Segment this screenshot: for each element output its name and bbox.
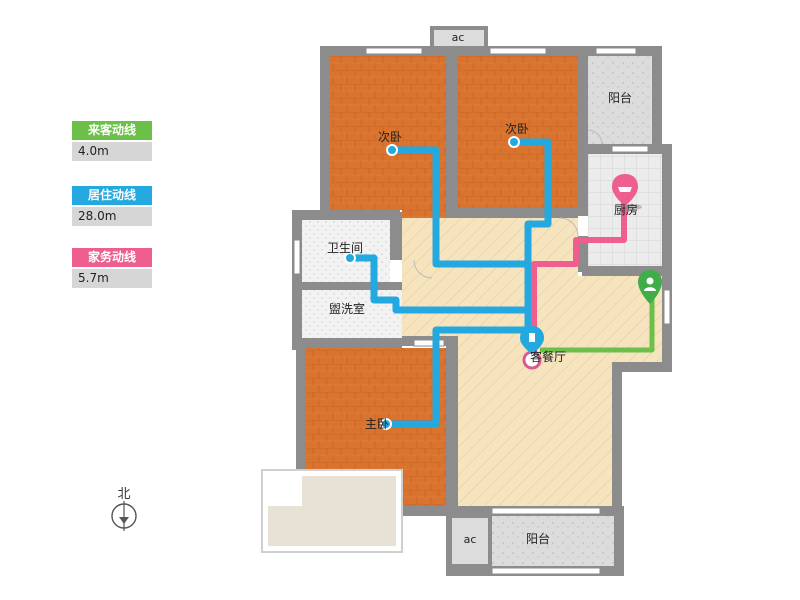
room-label-kitchen: 厨房 [614, 202, 638, 217]
kitchen-pin-shadow [622, 204, 642, 210]
ac-top-box [434, 30, 484, 46]
room-label-balcony-bottom: 阳台 [526, 531, 550, 546]
entrance-pin-icon [638, 270, 662, 304]
bedroom-2b-floor [458, 56, 578, 208]
balcony-bottom-floor [492, 516, 614, 566]
terrace-deck-lower [268, 506, 396, 546]
room-label-bedroom-2a: 次卧 [378, 130, 402, 144]
kitchen-door-arc [559, 217, 579, 237]
legend-value-chore: 5.7m [72, 269, 152, 288]
bath-door-arc [413, 259, 433, 279]
legend-title-chore: 家务动线 [72, 248, 152, 267]
legend-value-living: 28.0m [72, 207, 152, 226]
entrance-person-head-icon [646, 277, 654, 285]
terrace-deck [302, 476, 396, 506]
ac-label-bottom: ac [464, 533, 477, 546]
chore-route [531, 196, 627, 358]
living-route-start-dots [344, 136, 520, 430]
legend-title-guest: 来客动线 [72, 121, 152, 140]
bedroom-2a-floor [330, 56, 446, 210]
balcony-door-arc [587, 129, 603, 145]
compass: 北 [111, 487, 137, 531]
balcony-top-floor [588, 56, 652, 144]
room-label-living-dining: 客餐厅 [530, 349, 566, 364]
legend-value-guest: 4.0m [72, 142, 152, 161]
room-label-bathroom: 卫生间 [327, 241, 363, 255]
room-label-balcony-top: 阳台 [608, 90, 632, 105]
room-label-bedroom-2b: 次卧 [505, 122, 529, 136]
kitchen-pot-icon [618, 187, 632, 192]
legend-title-living: 居住动线 [72, 186, 152, 205]
room-label-master-bedroom: 主卧 [365, 417, 389, 431]
guest-route [540, 298, 655, 353]
legend-living-route: 居住动线 28.0m [72, 186, 152, 226]
legend-guest-route: 来客动线 4.0m [72, 121, 152, 161]
ac-bottom-box [452, 518, 488, 564]
room-label-washroom: 盥洗室 [329, 301, 365, 316]
ac-label-top: ac [452, 31, 465, 44]
living-hub-door-icon [529, 333, 535, 342]
compass-label: 北 [117, 487, 130, 502]
entrance-person-body-icon [644, 287, 656, 291]
windows [293, 47, 671, 575]
living-route [346, 138, 552, 428]
legend-chore-route: 家务动线 5.7m [72, 248, 152, 288]
compass-arrow-icon [119, 517, 129, 524]
